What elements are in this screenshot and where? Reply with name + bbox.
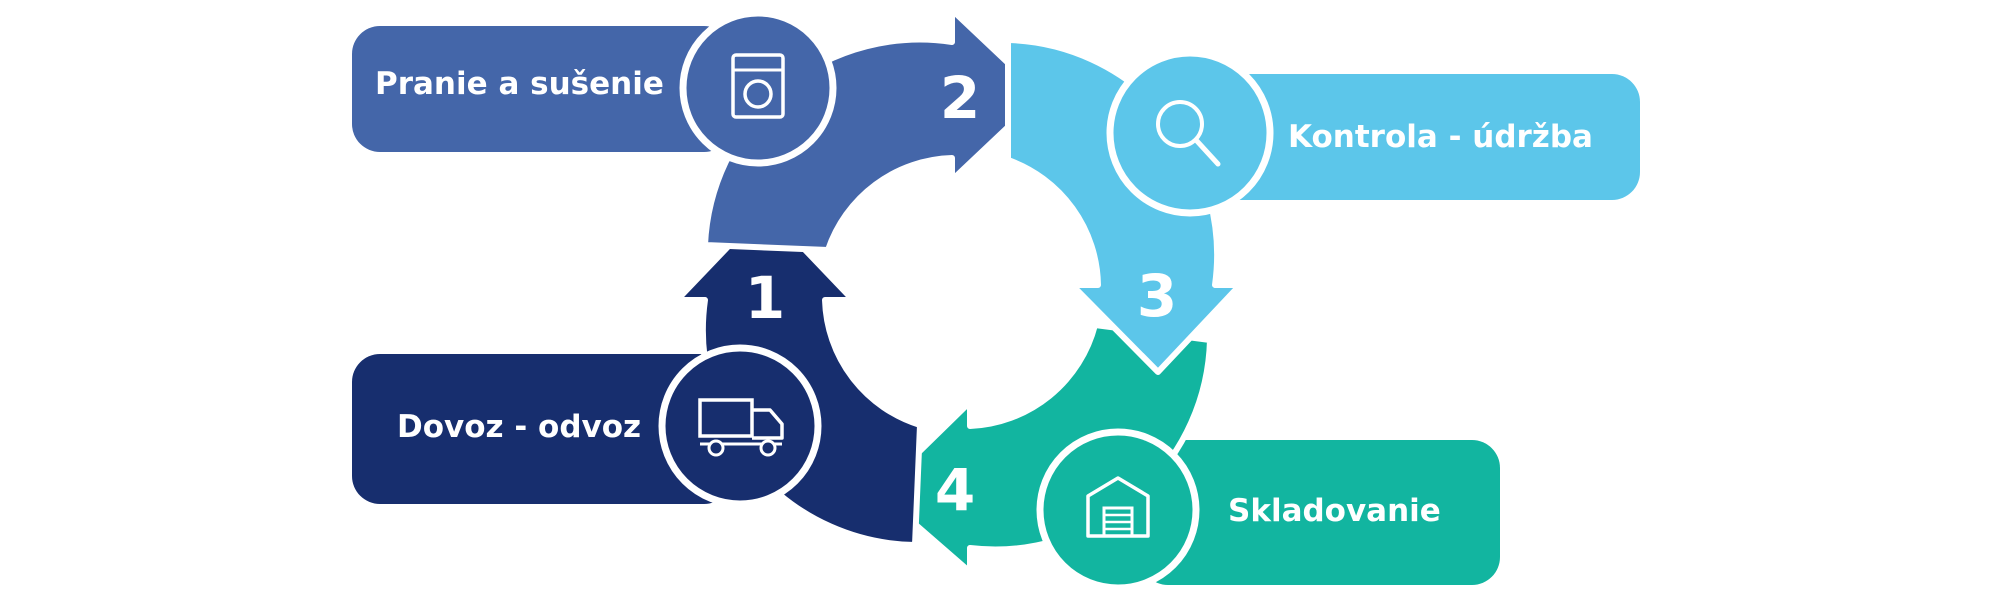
pill-step-4 bbox=[1140, 440, 1500, 585]
truck-icon bbox=[658, 344, 822, 508]
step-number-3: 3 bbox=[1137, 262, 1177, 330]
step-number-2: 2 bbox=[940, 64, 980, 132]
magnifier-icon bbox=[1106, 49, 1274, 217]
arrow-step-4 bbox=[875, 322, 1213, 575]
step-label-4: Skladovanie bbox=[1228, 493, 1441, 529]
warehouse-icon bbox=[1036, 428, 1200, 592]
step-label-2: Pranie a sušenie bbox=[375, 66, 664, 102]
step-label-1: Dovoz - odvoz bbox=[397, 409, 641, 445]
pill-step-2 bbox=[352, 26, 732, 152]
washing-machine-icon bbox=[679, 9, 837, 167]
step-number-4: 4 bbox=[935, 456, 975, 524]
pill-step-3 bbox=[1205, 74, 1640, 200]
step-number-1: 1 bbox=[745, 264, 785, 332]
pill-step-1 bbox=[352, 354, 732, 504]
arrow-step-3 bbox=[1005, 37, 1243, 375]
step-label-3: Kontrola - údržba bbox=[1288, 119, 1593, 155]
